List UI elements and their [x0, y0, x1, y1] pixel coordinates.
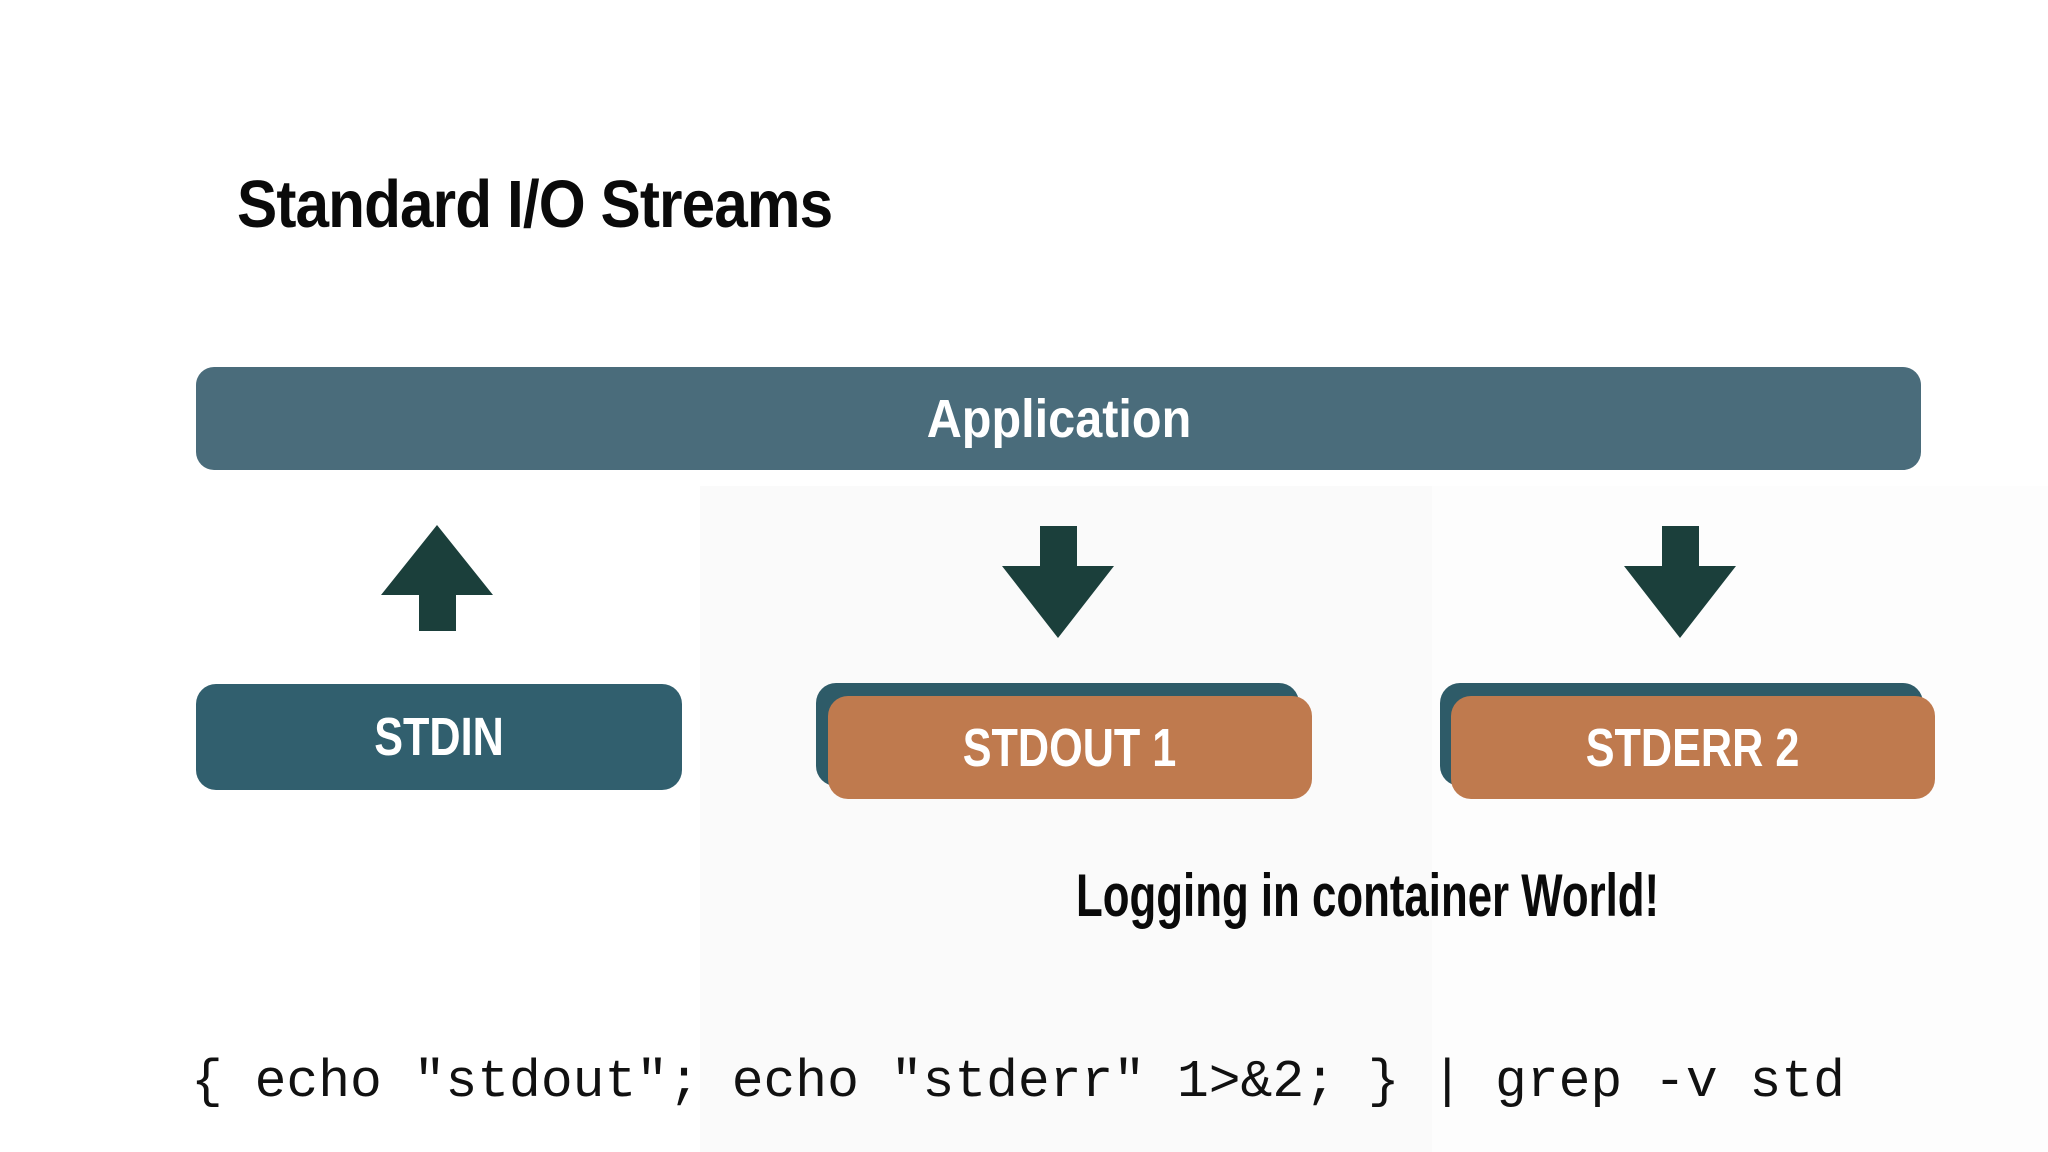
application-box: Application	[196, 367, 1921, 470]
page-title-text: Standard I/O Streams	[237, 166, 833, 242]
arrow-down-icon	[1002, 526, 1114, 638]
stderr-label: STDERR 2	[1586, 717, 1800, 778]
arrow-up-icon	[381, 523, 493, 635]
stderr-box: STDERR 2	[1451, 696, 1935, 799]
stdout-label: STDOUT 1	[963, 717, 1177, 778]
stdout-box: STDOUT 1	[828, 696, 1312, 799]
stdin-label: STDIN	[374, 707, 504, 767]
arrow-down-icon	[1624, 526, 1736, 638]
caption-text: Logging in container World!	[1076, 862, 1660, 929]
page-title: Standard I/O Streams	[237, 171, 898, 238]
command-text: { echo "stdout"; echo "stderr" 1>&2; } |…	[191, 1052, 1845, 1112]
caption: Logging in container World!	[1076, 866, 1875, 926]
stdin-box: STDIN	[196, 684, 682, 790]
application-label: Application	[926, 388, 1191, 449]
